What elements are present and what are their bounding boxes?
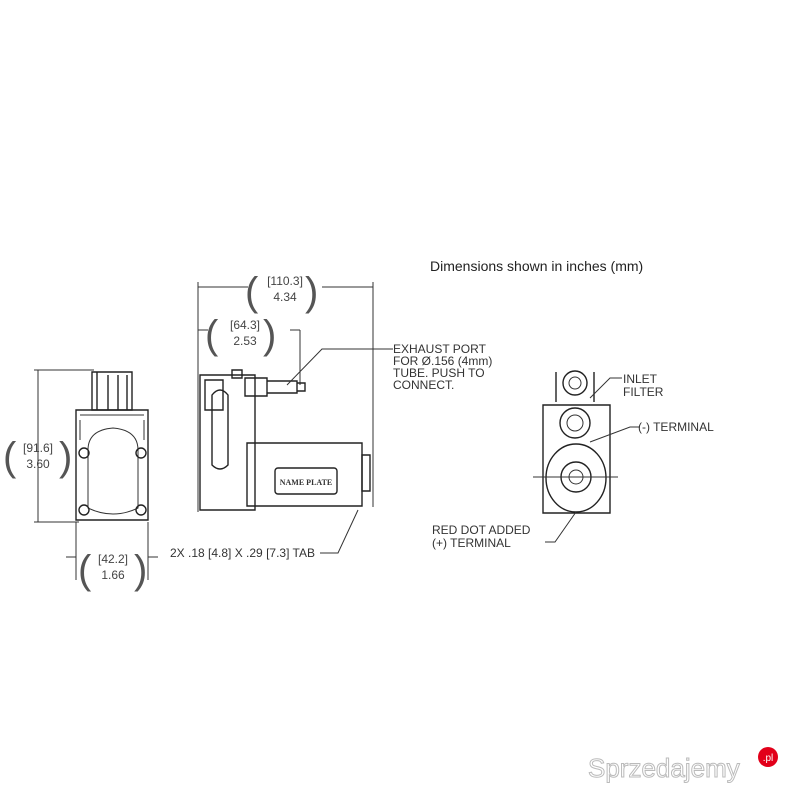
inlet-callout-2: FILTER bbox=[623, 385, 664, 399]
watermark-badge bbox=[758, 747, 778, 767]
watermark: Sprzedajemy bbox=[588, 753, 740, 783]
paren-right: ) bbox=[59, 435, 72, 479]
watermark-suffix: .pl bbox=[763, 753, 774, 764]
paren-left: ( bbox=[205, 313, 219, 357]
paren-left: ( bbox=[3, 435, 17, 479]
paren-right: ) bbox=[134, 548, 147, 592]
length-mm: [110.3] bbox=[267, 274, 303, 288]
paren-right: ) bbox=[263, 313, 276, 357]
pos-terminal-callout-1: RED DOT ADDED bbox=[432, 523, 531, 537]
exhaust-callout-3: TUBE. PUSH TO bbox=[393, 366, 485, 380]
pos-terminal-callout-2: (+) TERMINAL bbox=[432, 536, 511, 550]
tab-leader bbox=[320, 509, 359, 554]
inlet-callout-1: INLET bbox=[623, 372, 658, 386]
exhaust-callout-2: FOR Ø.156 (4mm) bbox=[393, 354, 492, 368]
length-in: 4.34 bbox=[273, 290, 297, 304]
front-view bbox=[34, 369, 158, 580]
exhaust-callout-1: EXHAUST PORT bbox=[393, 342, 487, 356]
side-view bbox=[197, 282, 374, 512]
paren-right: ) bbox=[305, 270, 318, 314]
exhaust-leader bbox=[286, 348, 393, 386]
paren-left: ( bbox=[78, 548, 92, 592]
end-view bbox=[533, 370, 618, 514]
name-plate: NAME PLATE bbox=[280, 478, 333, 487]
pos-terminal-leader bbox=[545, 511, 577, 543]
paren-left: ( bbox=[245, 270, 259, 314]
neg-terminal-leader bbox=[589, 426, 640, 443]
port-mm: [64.3] bbox=[230, 318, 260, 332]
tab-callout: 2X .18 [4.8] X .29 [7.3] TAB bbox=[170, 546, 315, 560]
neg-terminal-callout: (-) TERMINAL bbox=[638, 420, 714, 434]
exhaust-callout-4: CONNECT. bbox=[393, 378, 454, 392]
height-in: 3.60 bbox=[26, 457, 50, 471]
width-mm: [42.2] bbox=[98, 552, 128, 566]
inlet-leader bbox=[589, 377, 622, 399]
width-in: 1.66 bbox=[101, 568, 125, 582]
port-in: 2.53 bbox=[233, 334, 257, 348]
drawing-title: Dimensions shown in inches (mm) bbox=[430, 258, 643, 274]
height-mm: [91.6] bbox=[23, 441, 53, 455]
